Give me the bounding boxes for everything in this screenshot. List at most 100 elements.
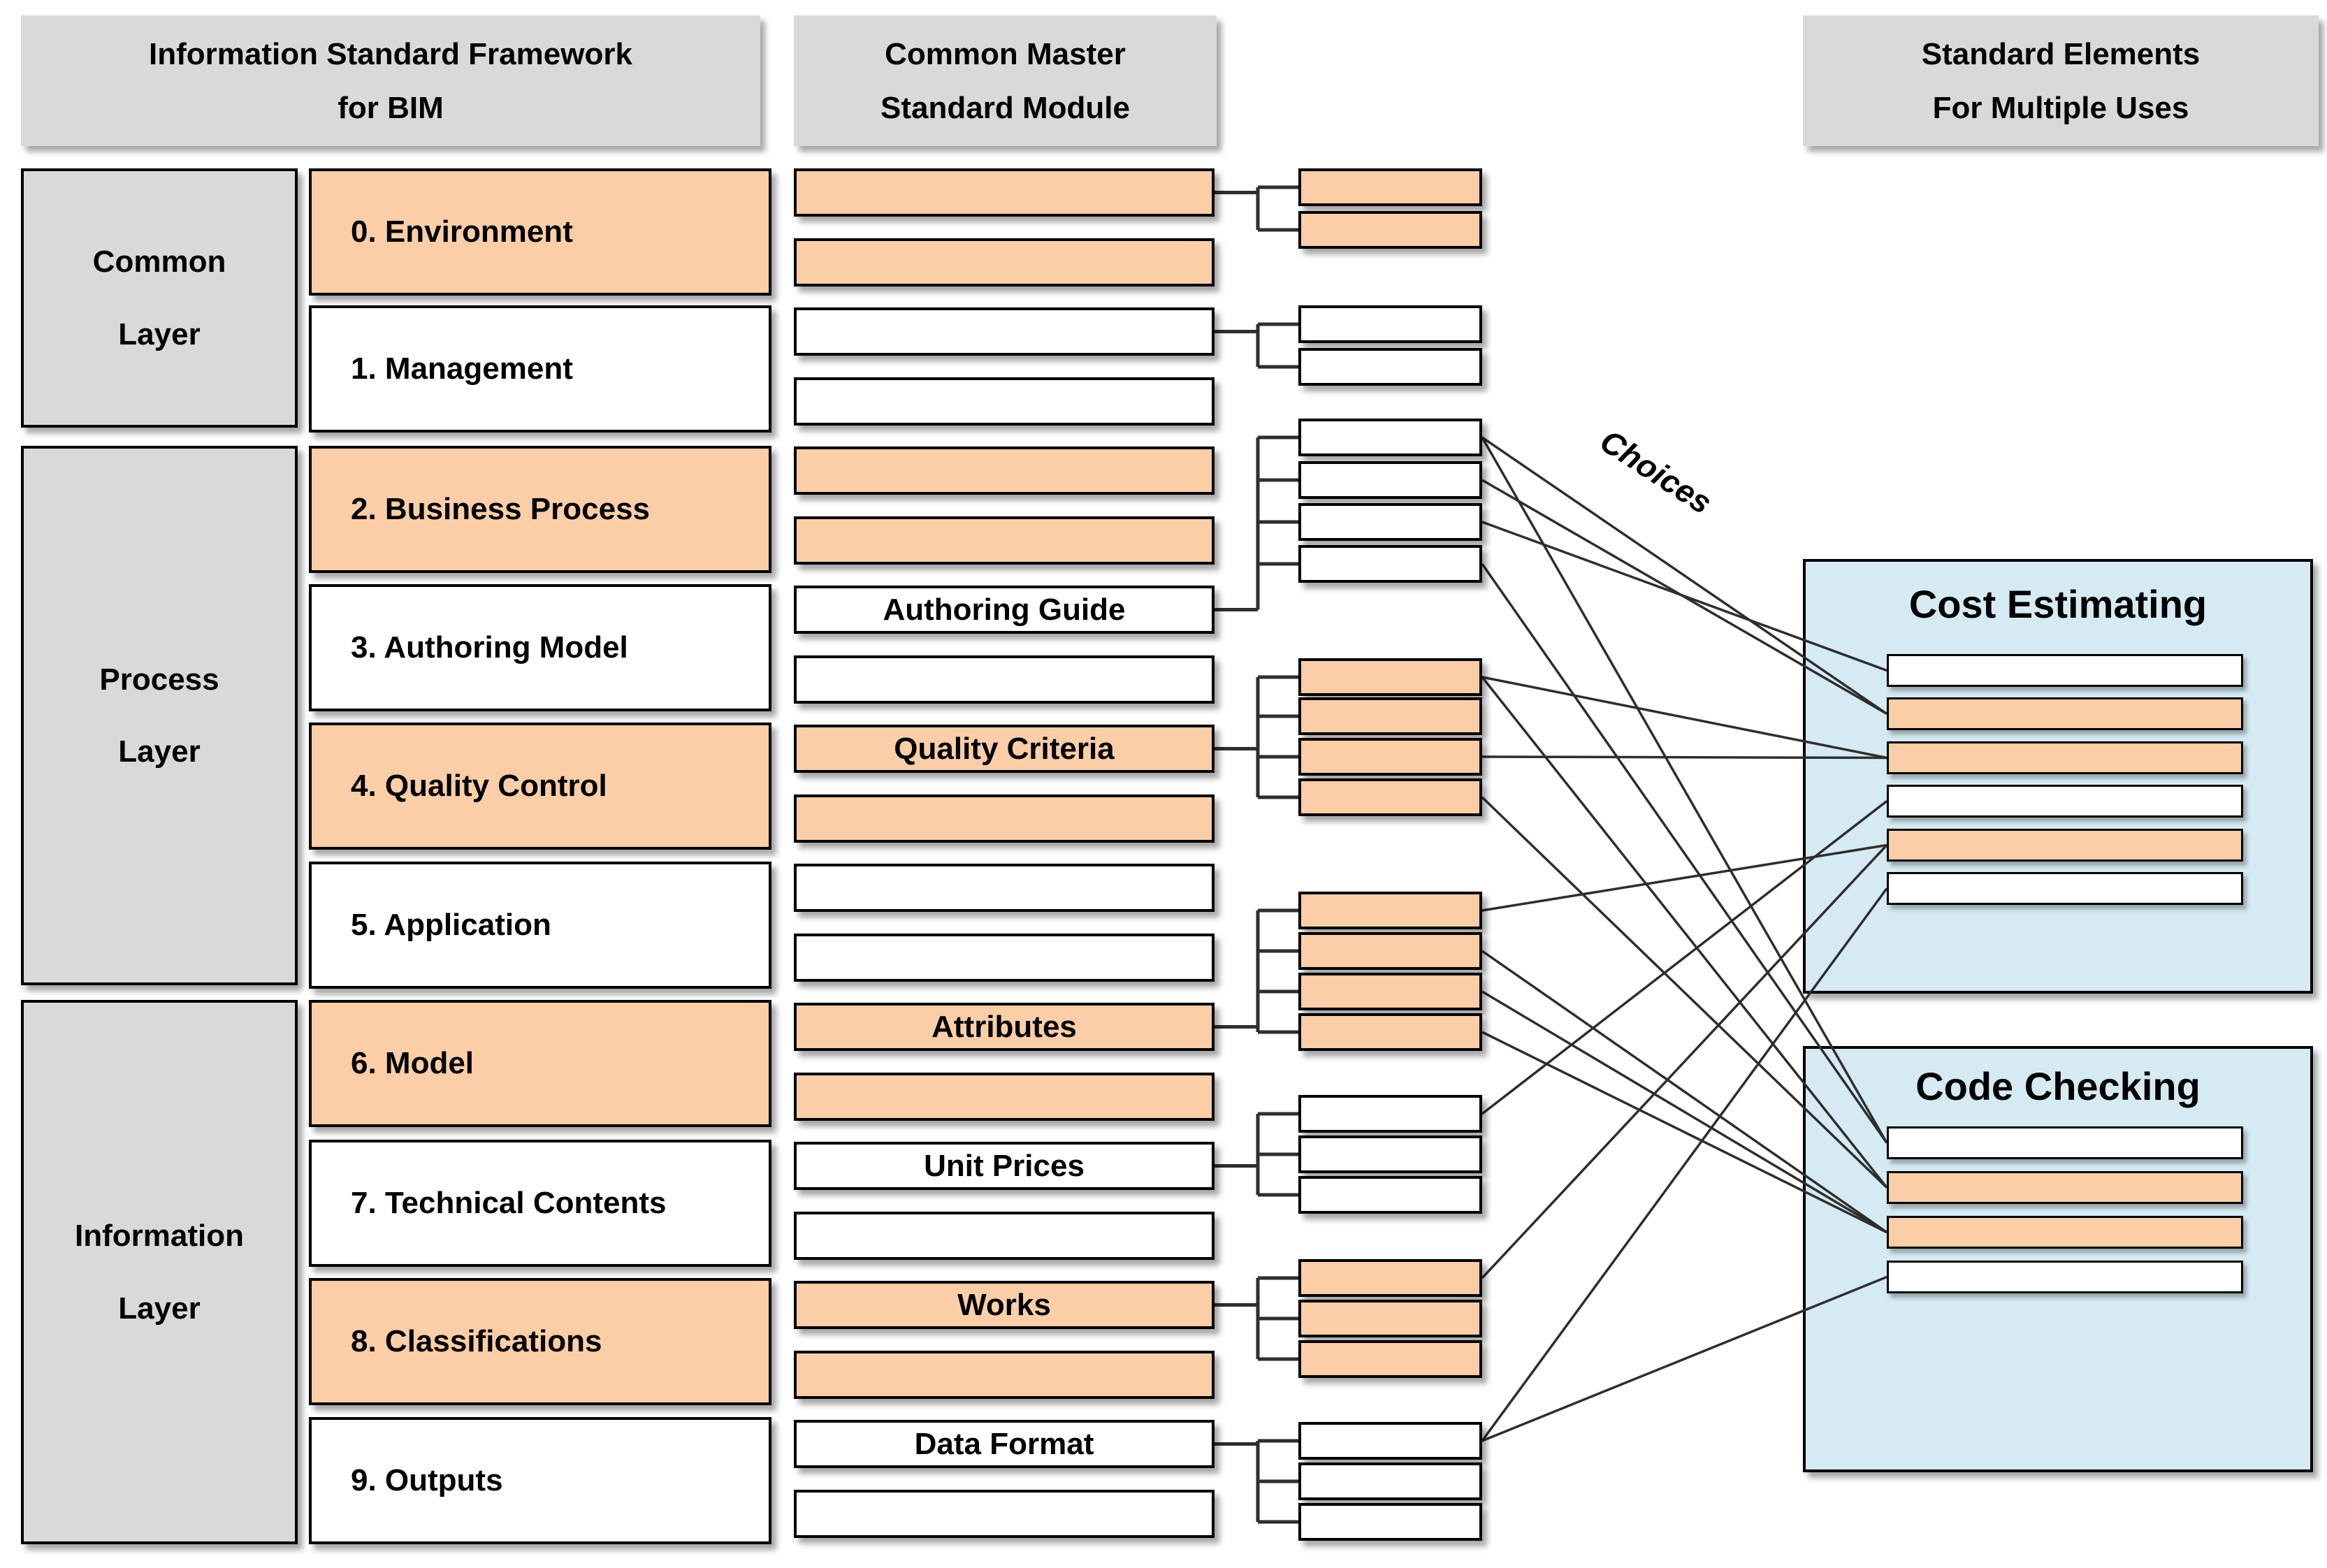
element-g3-2 [1298,461,1482,499]
master-module-m13-label: Attributes [931,1009,1077,1044]
layer-box-process: Process Layer [21,446,298,985]
framework-row-7: 7. Technical Contents [309,1140,771,1267]
choice-line-2 [1481,436,1887,715]
master-module-header-line1: Common Master [885,36,1126,71]
element-g8-1 [1298,1422,1482,1460]
master-module-m9: Quality Criteria [794,725,1215,773]
framework-row-2-label: 2. Business Process [351,492,651,526]
element-g4-3 [1298,738,1482,776]
choice-line-6 [1481,676,1887,760]
choice-line-10 [1481,843,1887,912]
element-g8-2 [1298,1462,1482,1500]
element-g1-2 [1298,211,1482,249]
framework-row-9: 9. Outputs [309,1417,771,1544]
master-module-m5 [794,447,1215,495]
element-g1-1 [1298,168,1482,206]
framework-row-0-label: 0. Environment [351,215,573,249]
master-module-m14 [794,1073,1215,1121]
element-g5-3 [1298,973,1482,1010]
standard-elements-header-line2: For Multiple Uses [1932,90,2189,125]
framework-row-3-label: 3. Authoring Model [351,630,628,665]
framework-row-6-label: 6. Model [351,1046,474,1080]
cost-estimating-container [1803,559,2313,994]
cost-row-3 [1887,741,2243,774]
framework-row-6: 6. Model [309,1000,771,1127]
framework-row-7-label: 7. Technical Contents [351,1186,667,1220]
layer-process-line2: Layer [118,734,201,769]
standard-elements-header: Standard Elements For Multiple Uses [1803,15,2319,146]
choice-line-14 [1481,800,1888,1115]
framework-row-8: 8. Classifications [309,1278,771,1405]
cost-row-4 [1887,785,2243,818]
layer-information-line2: Layer [118,1291,201,1326]
code-row-2 [1887,1171,2243,1204]
layer-common-line2: Layer [118,317,201,351]
master-module-m16 [794,1212,1215,1260]
element-g3-3 [1298,503,1482,541]
master-module-m11 [794,864,1215,912]
element-g2-1 [1298,305,1482,343]
choice-line-17 [1481,1275,1887,1442]
master-module-m8 [794,655,1215,704]
framework-row-9-label: 9. Outputs [351,1463,503,1497]
master-module-header-line2: Standard Module [880,90,1130,125]
master-module-m6 [794,516,1215,565]
master-module-header: Common Master Standard Module [794,15,1217,146]
element-g3-1 [1298,419,1482,456]
element-g4-1 [1298,658,1482,696]
master-module-m1 [794,168,1215,217]
choice-line-8 [1481,676,1888,1189]
master-module-m2 [794,238,1215,286]
choice-line-11 [1481,950,1887,1233]
element-g2-2 [1298,348,1482,386]
master-module-m7-label: Authoring Guide [883,592,1126,627]
choice-line-16 [1481,887,1888,1442]
cost-estimating-title: Cost Estimating [1908,582,2208,626]
master-module-m18 [794,1351,1215,1399]
framework-row-8-label: 8. Classifications [351,1324,602,1358]
cost-row-5 [1887,829,2243,862]
choice-line-4 [1481,437,1888,1144]
code-row-4 [1887,1261,2243,1293]
master-module-m20 [794,1490,1215,1538]
choice-line-12 [1481,990,1887,1234]
framework-header: Information Standard Framework for BIM [21,15,760,146]
element-g3-4 [1298,545,1482,583]
cost-row-1 [1887,654,2243,687]
element-g5-2 [1298,932,1482,970]
master-module-m4 [794,377,1215,426]
choice-line-7 [1481,755,1887,760]
element-g4-2 [1298,697,1482,735]
framework-header-line2: for BIM [338,90,444,125]
layer-box-information: Information Layer [21,1000,298,1544]
master-module-m17: Works [794,1281,1215,1329]
framework-row-5: 5. Application [309,862,771,989]
element-g6-1 [1298,1095,1482,1133]
choice-line-9 [1481,796,1888,1189]
framework-row-4: 4. Quality Control [309,723,771,850]
code-checking-container [1803,1046,2313,1472]
layer-box-common: Common Layer [21,168,298,428]
choice-line-15 [1481,844,1888,1279]
master-module-m7: Authoring Guide [794,586,1215,634]
element-g7-1 [1298,1259,1482,1297]
choice-line-3 [1481,479,1887,716]
choice-line-5 [1481,562,1888,1144]
element-g5-4 [1298,1013,1482,1051]
element-g6-2 [1298,1135,1482,1173]
layer-common-line1: Common [92,245,226,280]
element-g6-3 [1298,1176,1482,1214]
layer-process-line1: Process [99,662,219,697]
framework-row-1: 1. Management [309,305,771,433]
framework-row-5-label: 5. Application [351,908,551,942]
layer-information-line1: Information [75,1219,244,1254]
element-g4-4 [1298,778,1482,816]
element-g7-3 [1298,1340,1482,1378]
cost-row-6 [1887,872,2243,905]
cost-row-2 [1887,697,2243,730]
framework-row-3: 3. Authoring Model [309,584,771,711]
master-module-m19-label: Data Format [914,1426,1094,1461]
master-module-m12 [794,934,1215,982]
